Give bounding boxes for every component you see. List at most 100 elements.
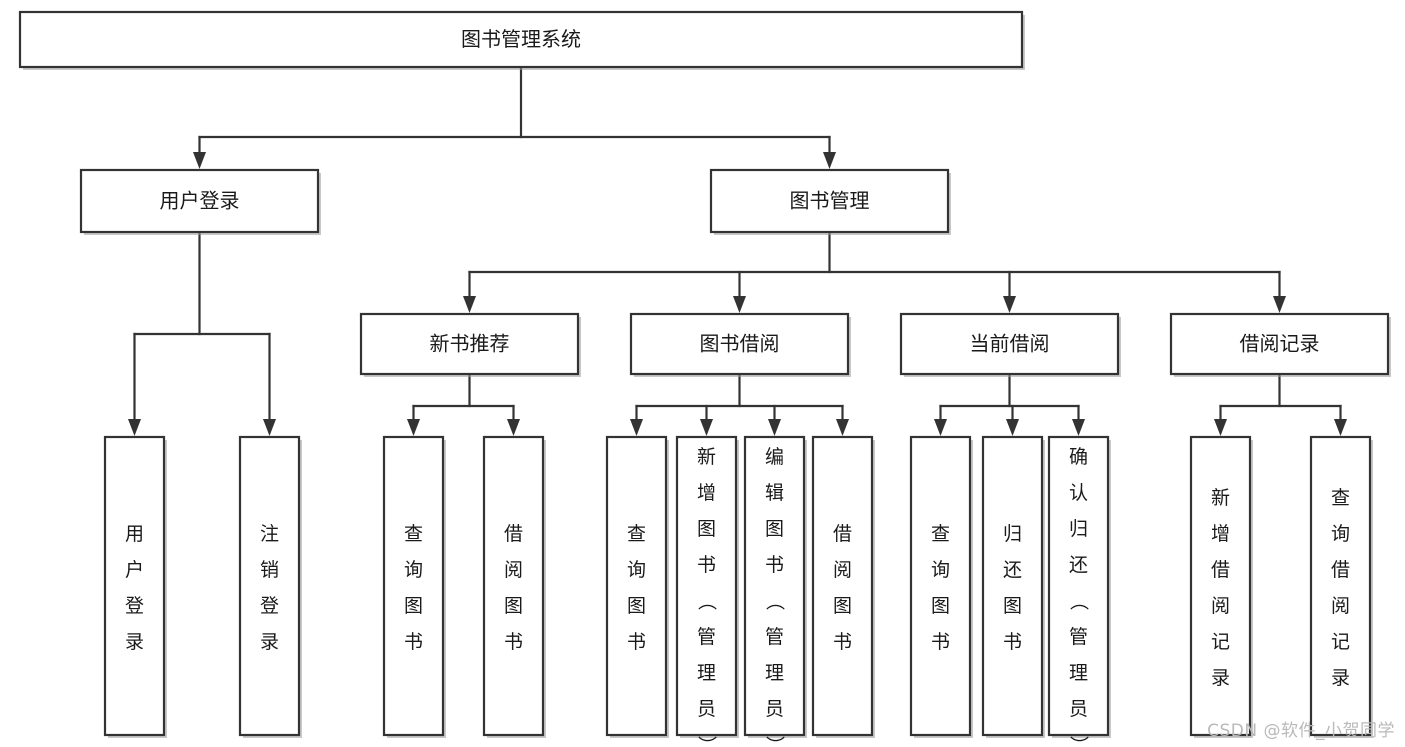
arrow-head-icon	[836, 419, 849, 436]
node-level3-3[interactable]	[1169, 312, 1390, 376]
arrow-head-icon	[823, 152, 836, 169]
svg-text:询: 询	[931, 559, 950, 581]
node-leaf-5[interactable]	[675, 435, 738, 737]
svg-text:书: 书	[1003, 631, 1022, 653]
arrow-head-icon	[1006, 419, 1019, 436]
svg-text:查: 查	[627, 523, 646, 545]
arrow-head-icon	[507, 419, 520, 436]
node-level2-1[interactable]	[709, 168, 950, 234]
svg-text:管: 管	[765, 626, 784, 648]
svg-text:归: 归	[1003, 523, 1022, 545]
svg-text:用: 用	[125, 523, 144, 545]
svg-text:图: 图	[404, 595, 423, 617]
arrow-head-icon	[768, 419, 781, 436]
svg-text:员: 员	[697, 698, 716, 720]
svg-text:）: ）	[696, 735, 718, 747]
svg-text:图: 图	[931, 595, 950, 617]
svg-text:录: 录	[125, 631, 144, 653]
node-leaf-6[interactable]	[743, 435, 806, 737]
svg-text:增: 增	[1211, 523, 1230, 545]
node-leaf-11[interactable]	[1189, 435, 1252, 737]
svg-text:书: 书	[404, 631, 423, 653]
node-leaf-2[interactable]	[382, 435, 445, 737]
node-level2-0[interactable]	[79, 168, 320, 234]
arrow-head-icon	[128, 419, 141, 436]
svg-text:登: 登	[260, 595, 279, 617]
node-level3-0[interactable]	[359, 312, 580, 376]
svg-text:书: 书	[765, 554, 784, 576]
label-level3-0: 新书推荐	[430, 332, 510, 356]
node-root[interactable]	[18, 10, 1024, 69]
svg-text:书: 书	[504, 631, 523, 653]
node-level3-1[interactable]	[629, 312, 850, 376]
label-level3-1: 图书借阅	[700, 332, 780, 356]
svg-text:图: 图	[1003, 595, 1022, 617]
node-leaf-7[interactable]	[811, 435, 874, 737]
svg-text:管: 管	[1069, 626, 1088, 648]
arrow-head-icon	[193, 152, 206, 169]
svg-text:查: 查	[404, 523, 423, 545]
svg-text:理: 理	[765, 662, 784, 684]
svg-text:阅: 阅	[833, 559, 852, 581]
node-boxes	[18, 10, 1391, 738]
svg-text:增: 增	[697, 482, 716, 504]
svg-text:记: 记	[1211, 631, 1230, 653]
node-level3-2[interactable]	[899, 312, 1120, 376]
svg-text:新: 新	[697, 446, 716, 468]
svg-text:编: 编	[765, 446, 784, 468]
svg-text:书: 书	[697, 554, 716, 576]
arrow-head-icon	[630, 419, 643, 436]
node-leaf-3[interactable]	[482, 435, 545, 737]
node-leaf-1[interactable]	[238, 435, 301, 737]
svg-text:阅: 阅	[1211, 595, 1230, 617]
label-level3-2: 当前借阅	[970, 332, 1050, 356]
arrow-head-icon	[1273, 296, 1286, 313]
node-leaf-8[interactable]	[909, 435, 972, 737]
svg-text:员: 员	[1069, 698, 1088, 720]
svg-text:查: 查	[931, 523, 950, 545]
node-leaf-4[interactable]	[605, 435, 668, 737]
svg-text:借: 借	[504, 523, 523, 545]
connector-lines	[128, 65, 1347, 436]
arrow-head-icon	[1072, 419, 1085, 436]
svg-text:还: 还	[1003, 559, 1022, 581]
node-leaf-0[interactable]	[103, 435, 166, 737]
svg-text:销: 销	[260, 559, 279, 581]
svg-text:录: 录	[1211, 667, 1230, 689]
svg-text:（: （	[696, 591, 718, 610]
arrow-head-icon	[1214, 419, 1227, 436]
node-labels: 图书管理系统用户登录图书管理新书推荐图书借阅当前借阅借阅记录用户登录注销登录查询…	[125, 27, 1350, 747]
svg-text:理: 理	[1069, 662, 1088, 684]
arrow-head-icon	[263, 419, 276, 436]
node-leaf-9[interactable]	[981, 435, 1044, 737]
label-level2-0: 用户登录	[160, 189, 240, 213]
svg-text:理: 理	[697, 662, 716, 684]
svg-text:书: 书	[627, 631, 646, 653]
svg-text:图: 图	[627, 595, 646, 617]
svg-text:借: 借	[833, 523, 852, 545]
svg-text:认: 认	[1069, 482, 1088, 504]
svg-text:图: 图	[833, 595, 852, 617]
svg-text:借: 借	[1331, 559, 1350, 581]
svg-text:录: 录	[260, 631, 279, 653]
arrow-head-icon	[1003, 296, 1016, 313]
arrow-head-icon	[934, 419, 947, 436]
svg-text:询: 询	[627, 559, 646, 581]
label-level3-3: 借阅记录	[1240, 332, 1320, 356]
label-level2-1: 图书管理	[790, 189, 870, 213]
svg-text:记: 记	[1331, 631, 1350, 653]
svg-text:（: （	[764, 591, 786, 610]
node-leaf-10[interactable]	[1047, 435, 1110, 737]
svg-text:新: 新	[1211, 487, 1230, 509]
node-leaf-12[interactable]	[1309, 435, 1372, 737]
label-leaf-0: 用户登录	[125, 523, 144, 653]
svg-text:）: ）	[1068, 735, 1090, 747]
svg-text:询: 询	[404, 559, 423, 581]
